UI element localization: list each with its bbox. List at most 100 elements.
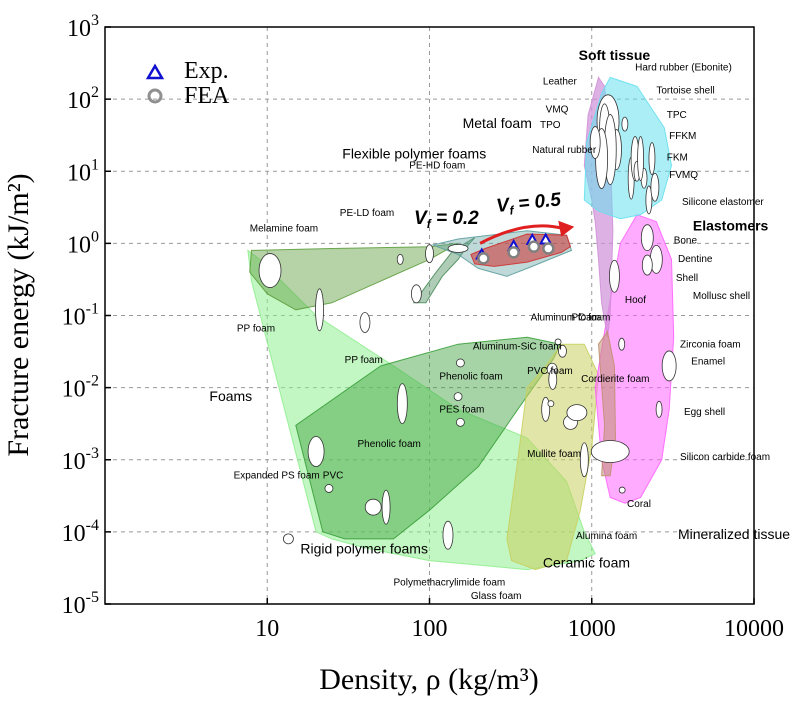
material-ellipse <box>618 486 626 494</box>
y-tick-label: 10-2 <box>62 373 99 403</box>
x-tick-label: 100 <box>412 616 448 642</box>
label-hard-rubber-ebonite: Hard rubber (Ebonite) <box>635 62 732 73</box>
legend-exp-label: Exp. <box>184 58 229 84</box>
material-ellipse <box>648 142 656 175</box>
label-aluminum-sic-foam: Aluminum-SiC foam <box>473 341 562 352</box>
label-glass-foam: Glass foam <box>471 591 522 602</box>
material-ellipse <box>442 520 454 550</box>
material-ellipse <box>640 224 654 252</box>
material-ellipse <box>637 136 644 181</box>
y-tick-label: 101 <box>67 156 99 186</box>
material-ellipse <box>396 383 408 425</box>
label-pe-hd-foam: PE-HD foam <box>409 160 465 171</box>
region-flexible-polymer-foams <box>249 242 459 311</box>
label-melamine-foam: Melamine foam <box>250 224 318 235</box>
legend-fea-marker <box>147 88 163 104</box>
label-pe-ld-foam: PE-LD foam <box>340 208 394 219</box>
label-alumina-foam: Alumina foam <box>576 531 637 542</box>
material-ellipse <box>589 126 601 159</box>
fea-point <box>542 242 555 255</box>
label-mollusc-shell: Mollusc shell <box>693 291 750 302</box>
x-tick-label: 10 <box>255 616 279 642</box>
y-tick-label: 100 <box>67 228 99 258</box>
label-cordierite-foam: Cordierite foam <box>581 374 649 385</box>
label-bone: Bone <box>674 235 698 246</box>
material-ellipse <box>541 396 551 422</box>
y-tick-label: 102 <box>67 84 99 114</box>
fea-point <box>507 246 520 259</box>
material-ellipse <box>258 253 282 288</box>
fea-point <box>477 252 490 265</box>
vf-labels: Vf = 0.2 Vf = 0.5 <box>414 189 563 231</box>
vf-label-low: Vf = 0.2 <box>414 208 479 231</box>
label-pp-foam: PP foam <box>345 355 383 366</box>
label-mullite-foam: Mullite foam <box>527 449 581 460</box>
label-phenolic-foam: Phenolic foam <box>358 439 421 450</box>
label-coral: Coral <box>627 499 651 510</box>
label-pc-foam: PC foam <box>571 313 610 324</box>
label-pp-foam: PP foam <box>237 324 275 335</box>
material-ellipse <box>359 312 371 333</box>
material-ellipse <box>618 337 626 351</box>
y-tick-label: 10-4 <box>62 517 99 547</box>
vf-arrow-shaft <box>479 224 565 245</box>
label-silicone-elastomer: Silicone elastomer <box>682 197 764 208</box>
material-ellipse <box>324 484 334 493</box>
material-ellipse <box>650 172 660 202</box>
label-tpc: TPC <box>667 110 687 121</box>
label-vmq: VMQ <box>546 105 569 116</box>
legend: Exp. FEA <box>145 58 230 109</box>
material-ellipse <box>558 344 567 358</box>
x-tick-label: 10000 <box>724 616 784 642</box>
y-tick-label: 10-1 <box>62 301 99 331</box>
y-axis-title: Fracture energy (kJ/m²) <box>2 173 35 456</box>
data-points <box>475 232 555 265</box>
material-ellipse <box>590 440 630 463</box>
material-ellipse <box>655 400 663 418</box>
label-pes-foam: PES foam <box>439 405 484 416</box>
label-aluminum-foam: Aluminum foam <box>531 313 600 324</box>
material-ellipse <box>455 358 465 368</box>
label-shell: Shell <box>676 273 698 284</box>
material-ellipse <box>554 338 562 346</box>
x-axis-title: Density, ρ (kg/m³) <box>319 663 539 696</box>
material-ellipse <box>282 533 294 545</box>
label-tortoise-shell: Tortoise shell <box>656 85 714 96</box>
material-ellipse <box>307 436 325 467</box>
material-regions <box>247 76 675 571</box>
label-fkm: FKM <box>667 153 688 164</box>
label-pvc-foam: PVC foam <box>527 366 573 377</box>
material-ellipse <box>315 288 324 332</box>
label-mineralized-tissue: Mineralized tissue <box>678 526 790 542</box>
label-leather: Leather <box>543 76 578 87</box>
label-soft-tissue: Soft tissue <box>579 47 651 63</box>
region-foams <box>247 249 596 571</box>
vf-arrow-head <box>558 220 575 237</box>
label-dentine: Dentine <box>678 254 713 265</box>
legend-fea-label: FEA <box>184 83 230 109</box>
label-rigid-polymer-foams: Rigid polymer foams <box>300 541 428 557</box>
label-zirconia-foam: Zirconia foam <box>680 340 741 351</box>
y-tick-label: 10-5 <box>62 589 99 619</box>
material-ellipse <box>453 392 463 402</box>
label-hoof: Hoof <box>625 295 646 306</box>
material-ellipse <box>645 185 653 215</box>
material-ellipse <box>396 253 404 265</box>
label-polymethacrylimide-foam: Polymethacrylimide foam <box>394 578 506 589</box>
material-ellipse <box>641 254 653 276</box>
material-ellipse <box>661 350 677 382</box>
label-flexible-polymer-foams: Flexible polymer foams <box>342 146 486 162</box>
label-elastomers: Elastomers <box>693 218 769 234</box>
material-ellipse <box>410 284 422 304</box>
label-fvmq: FVMQ <box>669 170 698 181</box>
label-enamel: Enamel <box>691 356 725 367</box>
y-tick-label: 103 <box>67 12 99 42</box>
label-foams: Foams <box>209 388 252 404</box>
material-ellipse <box>548 369 558 390</box>
label-natural-rubber: Natural rubber <box>532 145 597 156</box>
label-pvc: PVC <box>323 470 344 481</box>
label-tpo: TPO <box>540 120 561 131</box>
